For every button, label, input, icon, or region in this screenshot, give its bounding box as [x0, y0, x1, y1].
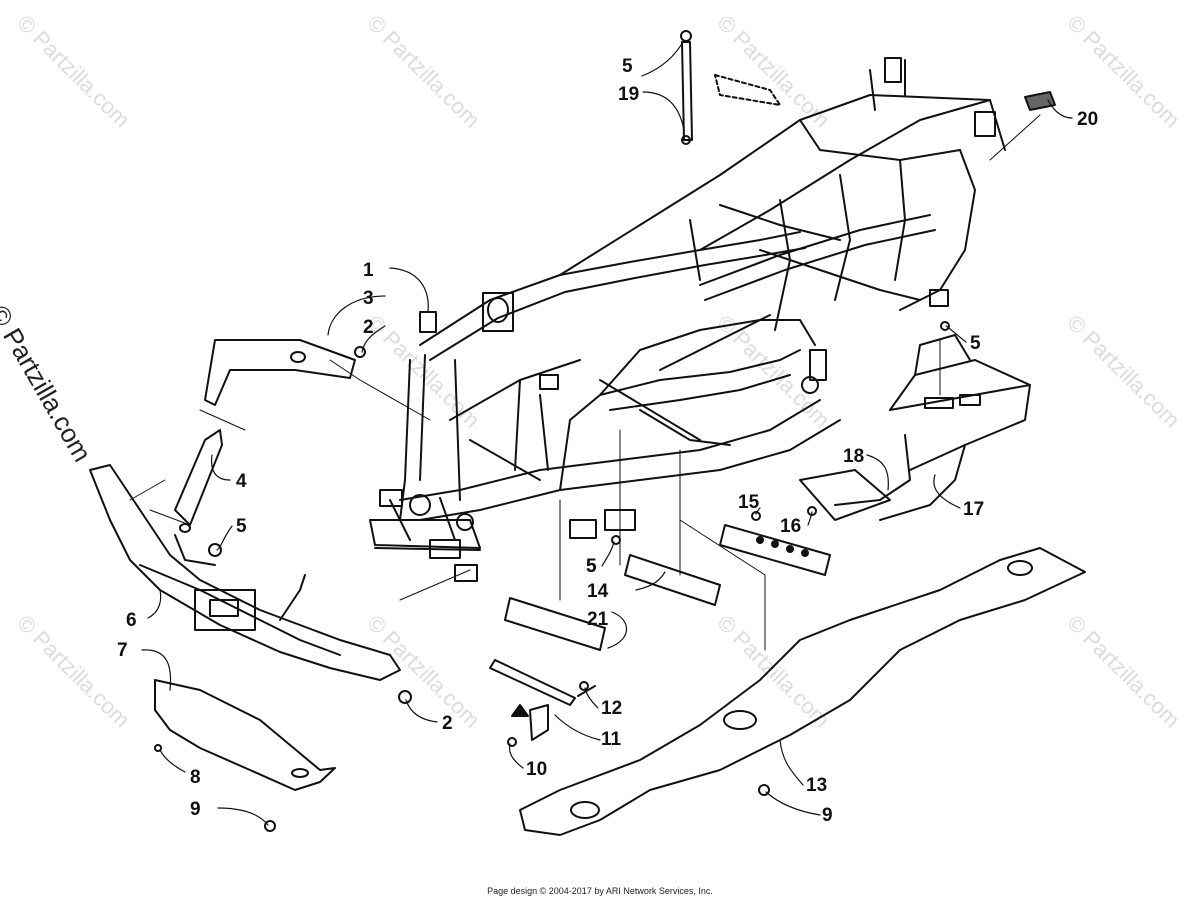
bumper-bracket-3	[204, 339, 356, 406]
callout-11: 11	[601, 729, 622, 750]
callout-19: 19	[618, 84, 639, 105]
callout-17: 17	[963, 499, 984, 520]
assembly-lines	[129, 114, 1041, 651]
front-bumper	[89, 464, 401, 681]
callout-4: 4	[236, 471, 247, 492]
bumper-bracket-4	[174, 429, 223, 526]
callout-5: 5	[586, 556, 597, 577]
callout-9: 9	[822, 805, 833, 826]
callout-2: 2	[363, 317, 374, 338]
callout-6: 6	[126, 610, 137, 631]
callout-1: 1	[363, 260, 374, 281]
callout-12: 12	[601, 698, 622, 719]
skid-plate	[519, 547, 1086, 836]
callout-18: 18	[843, 446, 864, 467]
foam-pad-14	[624, 554, 721, 606]
strap	[489, 659, 576, 706]
callout-2: 2	[442, 713, 453, 734]
callout-3: 3	[363, 288, 374, 309]
callout-10: 10	[526, 759, 547, 780]
front-skid	[154, 679, 336, 791]
rear-rack	[799, 334, 1031, 521]
callout-13: 13	[806, 775, 827, 796]
callout-5: 5	[586, 556, 597, 577]
callout-5: 5	[236, 516, 247, 537]
callout-9: 9	[190, 799, 201, 820]
callout-21: 21	[587, 609, 609, 630]
callout-labels: 1 3 2 4 5 6 7 8 9 2 5 19 20 5 18 17 15 1…	[117, 56, 1098, 826]
foam-pad-21	[504, 597, 606, 651]
callout-16: 16	[780, 516, 801, 537]
callout-5-top: 5	[622, 56, 633, 77]
callout-5: 5	[970, 333, 981, 354]
callout-7: 7	[117, 640, 128, 661]
leader-lines	[141, 39, 1073, 826]
decal	[1024, 91, 1056, 111]
rear-bracket	[680, 30, 781, 145]
support-plate	[719, 524, 831, 576]
callout-8: 8	[190, 767, 201, 788]
callout-15: 15	[738, 492, 760, 513]
callout-14: 14	[587, 581, 609, 602]
footer-copyright: Page design © 2004-2017 by ARI Network S…	[487, 886, 713, 896]
main-frame	[369, 57, 1006, 582]
callout-20: 20	[1077, 109, 1098, 130]
